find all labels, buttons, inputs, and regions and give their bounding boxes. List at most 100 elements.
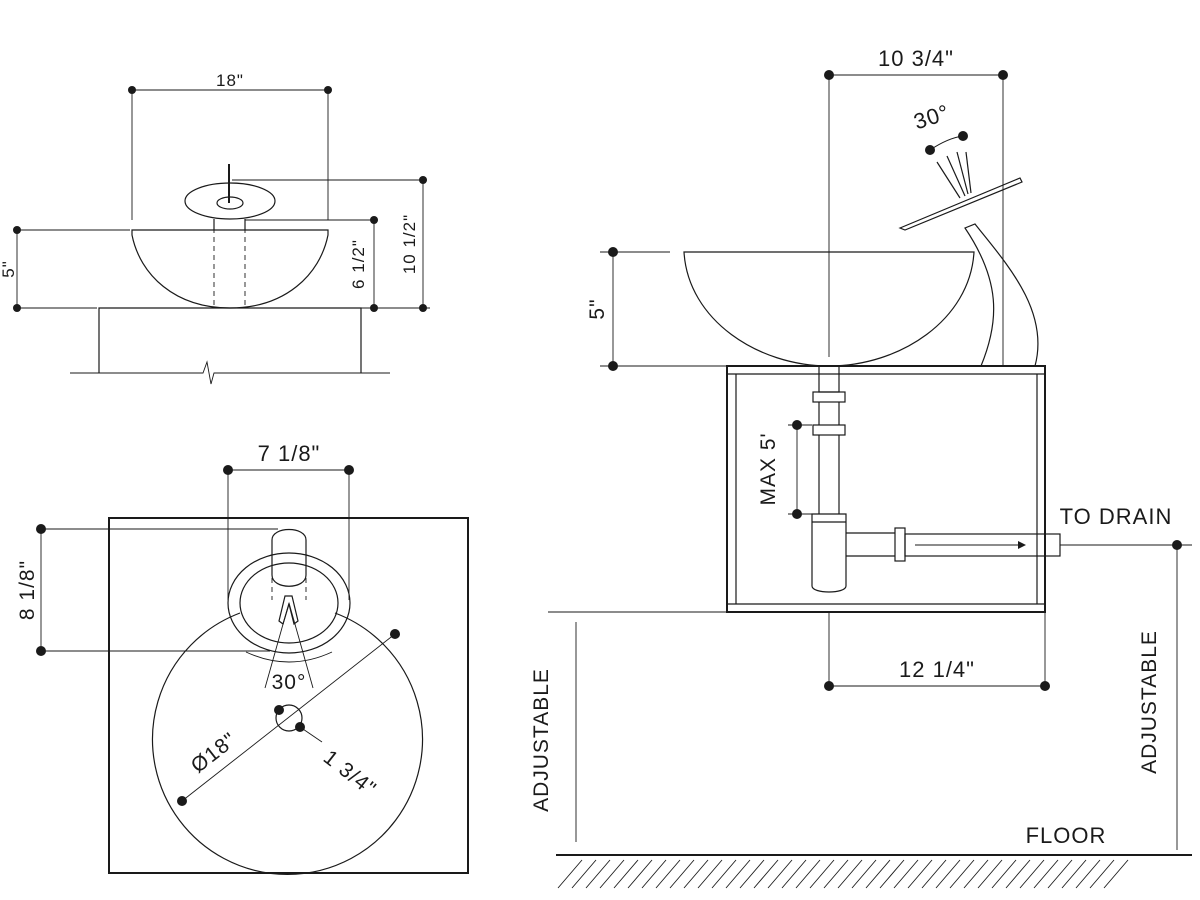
side-floor-label: FLOOR <box>1026 823 1107 848</box>
side-faucet-handle-3 <box>956 151 969 195</box>
side-angle-dot-2 <box>958 131 968 141</box>
floor-hatch-stroke <box>795 859 821 889</box>
top-spacing-dot-left <box>223 465 233 475</box>
front-faucet-height-label: 6 1/2" <box>349 239 368 289</box>
floor-hatch-stroke <box>557 859 583 889</box>
top-angle-ray-left <box>264 602 290 689</box>
top-depth-label: 8 1/8" <box>16 560 39 620</box>
side-adjustable-left-label: ADJUSTABLE <box>530 668 553 812</box>
side-bottle-trap <box>811 513 847 593</box>
floor-hatch-stroke <box>949 859 975 889</box>
side-faucet-stem <box>964 223 1039 367</box>
side-depth-dot-right <box>1040 681 1050 691</box>
front-faucet-height-dot-bottom <box>370 304 378 312</box>
side-drain-nut-1 <box>812 391 846 403</box>
side-adjustable-right-label: ADJUSTABLE <box>1138 630 1161 774</box>
side-cabinet <box>726 365 1046 613</box>
floor-hatch-stroke <box>907 859 933 889</box>
top-angle-label: 30° <box>272 671 307 694</box>
floor-hatch-stroke <box>781 859 807 889</box>
top-angle-arc <box>245 651 333 663</box>
side-flow-arrow-head <box>1018 541 1026 549</box>
side-bowl-height-dot-top <box>608 247 618 257</box>
front-bowl-height-label: 5" <box>0 260 18 278</box>
side-trap-dot-top <box>792 420 802 430</box>
floor-hatch-stroke <box>963 859 989 889</box>
front-bowl <box>131 229 329 309</box>
floor-hatch-stroke <box>697 859 723 889</box>
top-drain <box>275 704 303 732</box>
top-diameter-line <box>181 633 396 802</box>
top-counter-square <box>108 517 469 874</box>
floor-hatch-stroke <box>991 859 1017 889</box>
side-trap-dot-bottom <box>792 509 802 519</box>
front-width-label: 18" <box>216 71 244 90</box>
floor-hatch-stroke <box>767 859 793 889</box>
floor-hatch-stroke <box>683 859 709 889</box>
front-counter <box>98 307 362 373</box>
top-diameter-label: Ø18" <box>187 728 241 778</box>
side-angle-arc <box>929 135 964 151</box>
floor-hatch-stroke <box>1005 859 1031 889</box>
side-reach-dot-left <box>824 70 834 80</box>
top-faucet-handle <box>278 595 299 626</box>
top-spacing-label: 7 1/8" <box>258 441 321 466</box>
floor-hatch-stroke <box>1061 859 1087 889</box>
floor-hatch-stroke <box>1089 859 1115 889</box>
floor-hatch-stroke <box>571 859 597 889</box>
top-view: 30° 1 3/4" Ø18" 7 1/8" 8 1/8" <box>16 441 469 875</box>
side-reach-dot-right <box>998 70 1008 80</box>
side-floor-hatch <box>557 859 1129 889</box>
floor-hatch-stroke <box>837 859 863 889</box>
floor-hatch-stroke <box>641 859 667 889</box>
floor-hatch-stroke <box>865 859 891 889</box>
top-faucet-disc-outer <box>227 552 351 654</box>
floor-hatch-stroke <box>725 859 751 889</box>
front-bowl-height-dot-bottom <box>13 304 21 312</box>
top-angle-ray-right <box>288 602 314 689</box>
front-bowl-height-dot-top <box>13 226 21 234</box>
top-drain-leader <box>299 726 323 743</box>
floor-hatch-stroke <box>879 859 905 889</box>
side-faucet-handle-2 <box>946 155 966 197</box>
floor-hatch-stroke <box>893 859 919 889</box>
side-bowl-height-dot-bottom <box>608 361 618 371</box>
floor-hatch-stroke <box>1103 859 1129 889</box>
side-faucet-handle-1 <box>936 161 961 199</box>
floor-hatch-stroke <box>753 859 779 889</box>
top-diameter-dot-2 <box>390 629 400 639</box>
side-reach-label: 10 3/4" <box>878 46 954 71</box>
front-total-height-dot-bottom <box>419 304 427 312</box>
front-total-height-label: 10 1/2" <box>400 214 419 274</box>
top-faucet-body <box>271 528 307 587</box>
side-trap-label: MAX 5' <box>757 432 780 505</box>
top-drain-dot-1 <box>274 705 284 715</box>
floor-hatch-stroke <box>935 859 961 889</box>
side-adjustable-right-dot <box>1172 540 1182 550</box>
front-view: 18" 5" 6 1/2" 10 1/2" <box>0 71 430 385</box>
floor-hatch-stroke <box>711 859 737 889</box>
floor-hatch-stroke <box>809 859 835 889</box>
side-drain-label: TO DRAIN <box>1060 504 1173 529</box>
front-break-line <box>70 360 390 385</box>
top-faucet-disc-inner <box>239 562 339 644</box>
floor-hatch-stroke <box>977 859 1003 889</box>
side-angle-dot-1 <box>925 145 935 155</box>
side-depth-label: 12 1/4" <box>899 657 975 682</box>
front-faucet-height-dot-top <box>370 216 378 224</box>
floor-hatch-stroke <box>613 859 639 889</box>
side-angle-label: 30° <box>911 99 953 134</box>
side-bowl-height-label: 5" <box>586 298 609 319</box>
top-diameter-dot-1 <box>177 796 187 806</box>
floor-hatch-stroke <box>851 859 877 889</box>
floor-hatch-stroke <box>627 859 653 889</box>
front-total-height-dot-top <box>419 176 427 184</box>
floor-hatch-stroke <box>1019 859 1045 889</box>
front-width-dot-left <box>128 86 136 94</box>
floor-hatch-stroke <box>599 859 625 889</box>
front-width-dot-right <box>324 86 332 94</box>
top-spacing-dot-right <box>344 465 354 475</box>
side-view: FLOOR ADJUSTABLE 30° 10 3/4" <box>530 46 1192 889</box>
side-drain-neck <box>818 365 840 393</box>
